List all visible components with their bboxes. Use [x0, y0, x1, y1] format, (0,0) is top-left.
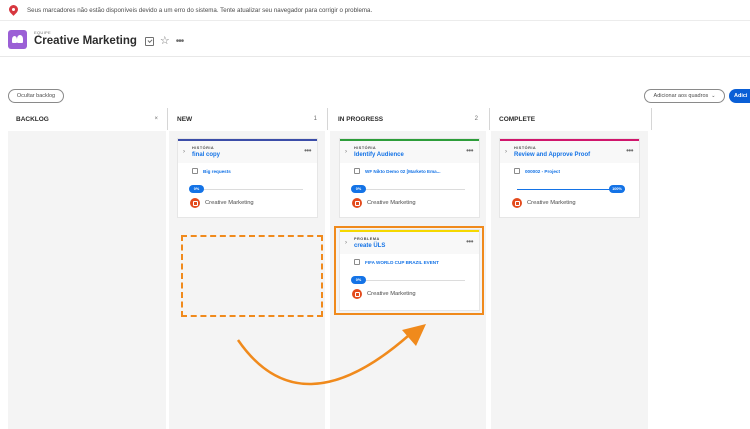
progress-pill: 0% [351, 276, 366, 284]
map-pin-error-icon [7, 2, 20, 16]
column-divider [489, 108, 490, 130]
progress-pill: 100% [609, 185, 625, 193]
card-parent[interactable]: WF Nikto Demo 02 [Marketo Ema... [365, 168, 441, 174]
progress-bar: 0% [351, 185, 465, 193]
expand-chevron-icon[interactable]: › [505, 149, 507, 155]
team-icon [8, 29, 27, 49]
page-eyebrow: EQUIPE [34, 30, 51, 35]
card-type: HISTÓRIA [514, 146, 537, 150]
parent-icon [354, 168, 360, 174]
column-divider [167, 108, 168, 130]
more-icon[interactable]: ••• [466, 146, 473, 155]
card-review-approve-proof[interactable]: › HISTÓRIA Review and Approve Proof ••• … [499, 138, 640, 218]
card-parent[interactable]: FIFA WORLD CUP BRAZIL EVENT [365, 259, 439, 265]
card-name[interactable]: Review and Approve Proof [514, 152, 591, 158]
more-icon[interactable]: ••• [175, 35, 184, 47]
column-divider [651, 108, 652, 130]
curved-arrow-right-icon [236, 324, 426, 386]
card-owner: Creative Marketing [527, 200, 576, 206]
card-final-copy[interactable]: › HISTÓRIA final copy ••• Big requests 0… [177, 138, 318, 218]
progress-bar: 0% [189, 185, 303, 193]
more-icon[interactable]: ••• [466, 237, 473, 246]
more-icon[interactable]: ••• [626, 146, 633, 155]
expand-chevron-icon[interactable]: › [183, 149, 185, 155]
alert-message: Seus marcadores não estão disponíveis de… [27, 6, 373, 14]
add-to-boards-label: Adicionar aos quadros [653, 93, 709, 99]
card-type: HISTÓRIA [192, 146, 215, 150]
column-title: COMPLETE [499, 115, 536, 123]
progress-pill: 0% [351, 185, 366, 193]
star-icon[interactable]: ☆ [159, 35, 170, 47]
card-owner: Creative Marketing [367, 200, 416, 206]
hide-backlog-button[interactable]: Ocultar backlog [8, 89, 64, 103]
card-parent[interactable]: Big requests [203, 168, 231, 174]
column-title: IN PROGRESS [338, 115, 384, 123]
progress-bar: 100% [511, 185, 625, 193]
card-identify-audience[interactable]: › HISTÓRIA Identify Audience ••• WF Nikt… [339, 138, 480, 218]
chevron-down-icon: ⌄ [711, 93, 716, 99]
column-count: 2 [474, 116, 478, 122]
close-backlog-icon[interactable]: × [154, 116, 158, 122]
dropdown-box-icon[interactable] [144, 37, 154, 46]
progress-pill: 0% [189, 185, 204, 193]
card-name[interactable]: final copy [192, 152, 221, 158]
parent-icon [514, 168, 520, 174]
progress-bar: 0% [351, 276, 465, 284]
parent-icon [354, 259, 360, 265]
add-button[interactable]: Adici [729, 89, 750, 103]
moved-card-highlight [334, 226, 484, 315]
column-divider [327, 108, 328, 130]
column-title: BACKLOG [16, 115, 49, 123]
page-header: EQUIPE Creative Marketing ☆ ••• [0, 22, 750, 57]
card-parent[interactable]: 000002 - Project [525, 168, 560, 174]
card-type: PROBLEMA [354, 237, 380, 241]
expand-chevron-icon[interactable]: › [345, 149, 347, 155]
parent-icon [192, 168, 198, 174]
card-owner: Creative Marketing [205, 200, 254, 206]
add-to-boards-button[interactable]: Adicionar aos quadros ⌄ [644, 89, 725, 103]
owner-avatar [352, 198, 362, 208]
column-count: 1 [313, 116, 317, 122]
owner-avatar [190, 198, 200, 208]
more-icon[interactable]: ••• [304, 146, 311, 155]
card-name[interactable]: Identify Audience [354, 152, 404, 158]
owner-avatar [512, 198, 522, 208]
card-type: HISTÓRIA [354, 146, 377, 150]
owner-avatar [352, 289, 362, 299]
dashed-drop-placeholder [181, 235, 323, 317]
expand-chevron-icon[interactable]: › [345, 240, 347, 246]
column-title: NEW [177, 115, 193, 123]
card-name[interactable]: create ÜLS [354, 243, 386, 249]
card-owner: Creative Marketing [367, 291, 416, 297]
card-create-uls[interactable]: › PROBLEMA create ÜLS ••• FIFA WORLD CUP… [339, 229, 480, 311]
column-backlog: BACKLOG × [8, 108, 166, 429]
system-alert-bar: Seus marcadores não estão disponíveis de… [0, 0, 750, 21]
page-title: Creative Marketing [34, 35, 137, 47]
